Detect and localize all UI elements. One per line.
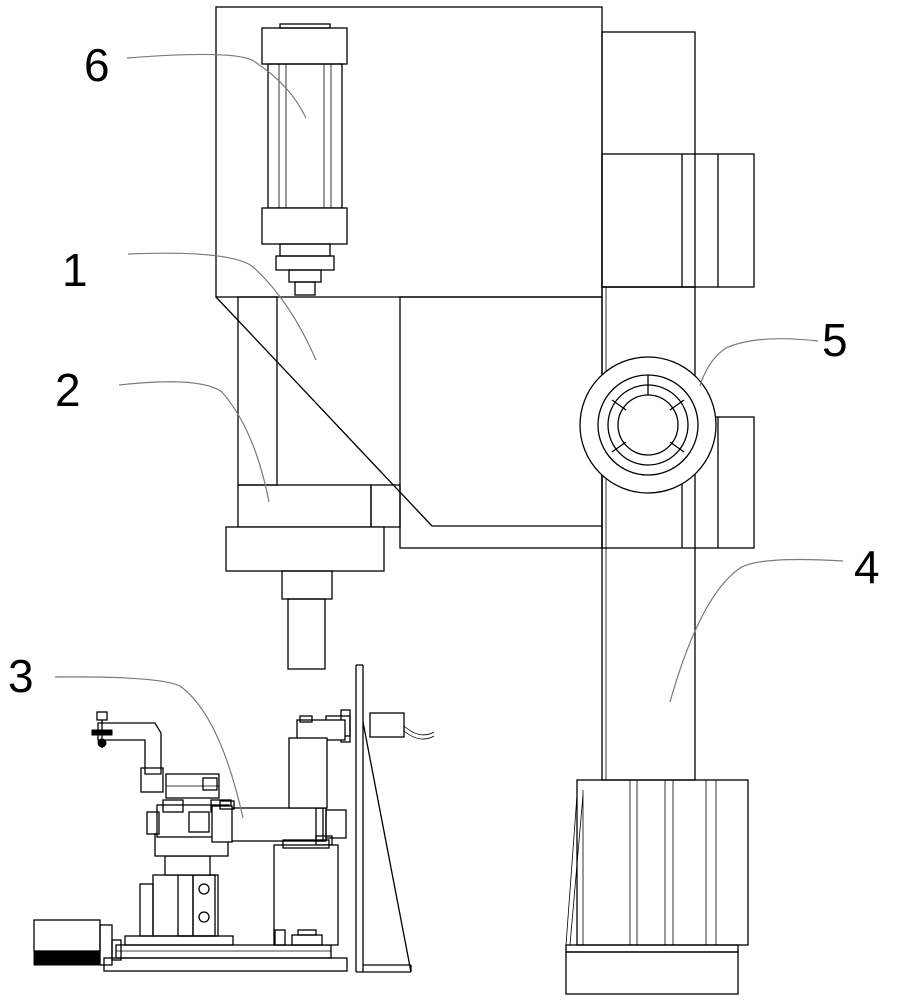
leader-1 bbox=[127, 252, 317, 361]
label-6: 6 bbox=[84, 39, 110, 91]
leader-5 bbox=[699, 338, 819, 387]
label-5: 5 bbox=[822, 314, 848, 366]
column-base bbox=[565, 779, 749, 995]
leader-4 bbox=[669, 558, 844, 703]
leader-3 bbox=[54, 676, 244, 819]
label-4: 4 bbox=[854, 541, 880, 593]
upper-bracket bbox=[601, 153, 755, 288]
label-2: 2 bbox=[55, 364, 81, 416]
leader-lines bbox=[54, 53, 844, 819]
leader-6 bbox=[126, 53, 307, 119]
leader-2 bbox=[118, 381, 270, 503]
clamp-ring bbox=[579, 356, 717, 494]
cylinder bbox=[261, 23, 348, 296]
press-head bbox=[225, 484, 401, 670]
fixture-assembly bbox=[33, 711, 348, 972]
label-3: 3 bbox=[8, 650, 34, 702]
frame bbox=[215, 6, 603, 549]
sensor-plate bbox=[325, 664, 435, 973]
label-1: 1 bbox=[62, 244, 88, 296]
